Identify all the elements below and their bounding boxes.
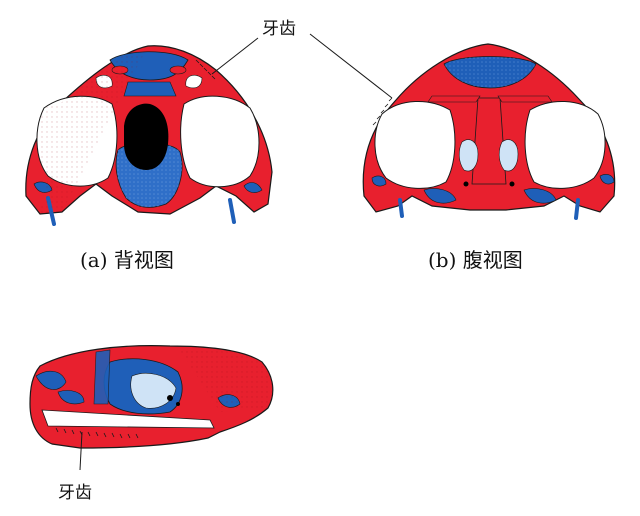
- dorsal-teeth-row: [195, 59, 216, 80]
- caption-ventral-view: (b) 腹视图: [428, 248, 523, 272]
- ventral-right-orbit: [524, 100, 606, 189]
- teeth-leader-bottom: [79, 431, 83, 471]
- dorsal-right-orbit: [180, 95, 260, 188]
- lateral-skull: [29, 345, 274, 449]
- ventral-left-orbit: [374, 100, 456, 189]
- lateral-teeth-row: [55, 427, 139, 439]
- ventral-skull: [362, 43, 616, 220]
- ventral-right-window: [498, 139, 519, 172]
- dorsal-fontanelle: [124, 103, 169, 170]
- ventral-teeth-row: [372, 97, 393, 126]
- teeth-leader-left: [211, 37, 259, 75]
- teeth-label-top: 牙齿: [262, 19, 296, 39]
- caption-dorsal-view: (a) 背视图: [80, 248, 174, 272]
- dorsal-skull: [25, 45, 273, 226]
- lateral-cartilage: [130, 373, 177, 409]
- lateral-jaw-groove: [41, 409, 215, 429]
- ventral-left-window: [458, 139, 479, 172]
- teeth-label-bottom: 牙齿: [58, 483, 92, 503]
- teeth-leader-right: [309, 33, 393, 99]
